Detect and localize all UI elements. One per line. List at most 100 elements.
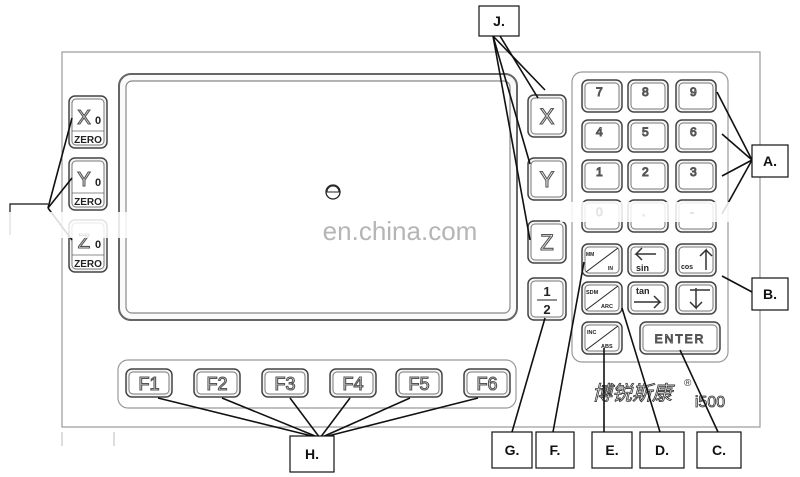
function-keys-frame: [117, 359, 517, 409]
half-key[interactable]: 12: [527, 277, 567, 321]
callout-label: A.: [763, 153, 777, 169]
enter-key[interactable]: ENTER: [639, 321, 721, 355]
callout-label: G.: [505, 442, 520, 458]
mm-in-top: MM: [586, 252, 594, 258]
tan-label: tan: [636, 286, 650, 296]
left-arrow-icon: [634, 247, 656, 261]
inc-bottom: ABS: [601, 344, 613, 350]
callout-b: B.: [751, 277, 789, 311]
callout-j: J.: [478, 5, 520, 37]
numpad-key[interactable]: 1: [581, 159, 623, 193]
numpad-key[interactable]: 2: [627, 159, 669, 193]
callout-h: H.: [289, 435, 335, 473]
down-key[interactable]: [675, 281, 717, 315]
function-key-label: F5: [408, 374, 429, 394]
sin-label: sin: [636, 263, 649, 273]
numpad-key[interactable]: 6: [675, 119, 717, 153]
function-key-f2[interactable]: F2: [193, 368, 241, 398]
axis-key-y[interactable]: Y: [527, 157, 567, 201]
callout-f: F.: [535, 431, 575, 469]
half-key-bottom: 2: [543, 302, 550, 317]
watermark-text: en.china.com: [323, 216, 478, 246]
axis-key-x[interactable]: X: [527, 94, 567, 138]
numpad-key[interactable]: 7: [581, 79, 623, 113]
axis-key-z[interactable]: Z: [527, 220, 567, 264]
callout-label: J.: [493, 13, 505, 29]
down-arrow-icon: [689, 288, 710, 310]
panel-outline: [61, 51, 761, 428]
function-key-f5[interactable]: F5: [395, 368, 443, 398]
cos-label: cos: [681, 264, 693, 271]
function-key-f3[interactable]: F3: [261, 368, 309, 398]
mm-in-key[interactable]: MM IN: [581, 243, 623, 277]
numpad-key[interactable]: 8: [627, 79, 669, 113]
numpad-key-label: 9: [690, 85, 697, 99]
blur-band-left: [0, 212, 140, 238]
callout-label: F.: [550, 442, 561, 458]
numpad-key[interactable]: 9: [675, 79, 717, 113]
half-key-top: 1: [543, 284, 550, 299]
function-key-f4[interactable]: F4: [329, 368, 377, 398]
mm-in-bottom: IN: [608, 266, 613, 272]
sdm-arc-key[interactable]: SDM ARC: [581, 281, 623, 315]
zero-key-axis: X: [77, 107, 90, 129]
callout-label: E.: [605, 442, 618, 458]
function-keys: F1 F2 F3 F4 F5 F6: [125, 368, 511, 398]
callout-lines: [47, 35, 753, 439]
zero-key-axis: Y: [77, 169, 90, 191]
right-arrow-icon: [634, 295, 662, 309]
numpad-key[interactable]: 4: [581, 119, 623, 153]
function-key-f6[interactable]: F6: [463, 368, 511, 398]
function-key-label: F6: [476, 374, 497, 394]
inc-top: INC: [587, 330, 597, 336]
function-key-f1[interactable]: F1: [125, 368, 173, 398]
callout-label: C.: [712, 442, 726, 458]
brand-chinese: 博锐斯康: [592, 381, 675, 405]
function-key-label: F1: [138, 374, 159, 394]
callout-label: B.: [763, 286, 777, 302]
zero-key-caption: ZERO: [74, 135, 102, 146]
function-key-label: F2: [206, 374, 227, 394]
tan-key[interactable]: tan: [627, 281, 669, 315]
callout-label: H.: [305, 446, 319, 462]
watermark-logo-icon: [325, 184, 341, 200]
numpad-key-label: 7: [596, 85, 603, 99]
numpad-key-label: 5: [642, 125, 649, 139]
sin-key[interactable]: sin: [627, 243, 669, 277]
numpad-key-label: 3: [690, 165, 697, 179]
inc-abs-key[interactable]: INC ABS: [581, 321, 623, 355]
up-arrow-icon: [699, 248, 713, 270]
zero-key-caption: ZERO: [74, 197, 102, 208]
brand-model: i500: [695, 394, 725, 411]
numpad-key-label: 4: [596, 125, 603, 139]
callout-c: C.: [696, 431, 742, 469]
registered-mark: ®: [684, 378, 692, 389]
cos-key[interactable]: cos: [675, 243, 717, 277]
callout-d: D.: [639, 431, 685, 469]
function-key-label: F3: [274, 374, 295, 394]
callout-labels: A. B. C. D. E. F. G. H. J.: [289, 5, 789, 473]
numpad-key[interactable]: 5: [627, 119, 669, 153]
enter-label: ENTER: [655, 332, 706, 346]
zero-key-sub: 0: [95, 239, 101, 251]
display-screen: [125, 80, 511, 314]
function-key-label: F4: [342, 374, 363, 394]
axis-key-label: Z: [540, 230, 553, 255]
callout-a: A.: [751, 144, 789, 178]
numpad-key[interactable]: 3: [675, 159, 717, 193]
sdm-top: SDM: [586, 290, 599, 296]
zero-key-caption: ZERO: [74, 259, 102, 270]
callout-label: D.: [655, 442, 669, 458]
callout-g: G.: [491, 431, 533, 469]
numpad-key-label: 2: [642, 165, 649, 179]
sdm-bottom: ARC: [601, 304, 613, 310]
callout-e: E.: [591, 431, 633, 469]
numpad-key-label: 6: [690, 125, 697, 139]
axis-key-label: X: [540, 104, 555, 129]
blur-band-right: [560, 202, 740, 222]
